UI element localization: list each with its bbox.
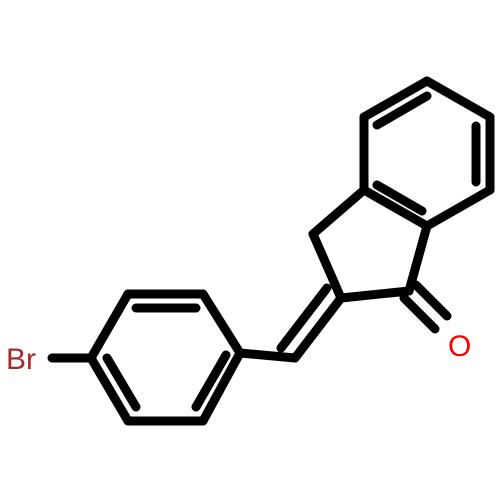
bond-aryl-4 xyxy=(86,353,133,426)
bond-exocyclic-a xyxy=(290,293,346,363)
bond-aryl-6 xyxy=(198,348,245,426)
bond-benzene-4 xyxy=(422,185,495,231)
bromine-atom-label: Br xyxy=(6,343,36,376)
oxygen-atom-label: O xyxy=(448,330,471,363)
bond-ring-ch2-c2 xyxy=(308,229,346,303)
bond-benzene-1 xyxy=(359,76,432,122)
bond-benzene-2 xyxy=(422,76,495,122)
bond-ring-ch2-top xyxy=(308,185,369,239)
bond-layer xyxy=(47,76,495,426)
bond-carbonyl-a xyxy=(411,280,452,321)
bond-ring-c1-c7a xyxy=(404,221,432,296)
bond-aryl-1 xyxy=(198,289,245,358)
bond-aryl-inner-2 xyxy=(102,353,141,412)
bond-benzene-inner-1 xyxy=(372,91,432,130)
bond-benzene-5 xyxy=(359,185,432,231)
bond-aryl-3 xyxy=(86,289,133,363)
bond-vinyl-aryl xyxy=(235,348,300,363)
bond-benzene-inner-3 xyxy=(372,180,427,216)
bond-ring-c2-c1 xyxy=(336,286,414,303)
atom-label-layer: Br O xyxy=(6,330,471,376)
bond-carbonyl-b xyxy=(399,293,440,334)
bond-exocyclic-b xyxy=(276,283,332,353)
bond-aryl-inner-3 xyxy=(191,350,231,412)
